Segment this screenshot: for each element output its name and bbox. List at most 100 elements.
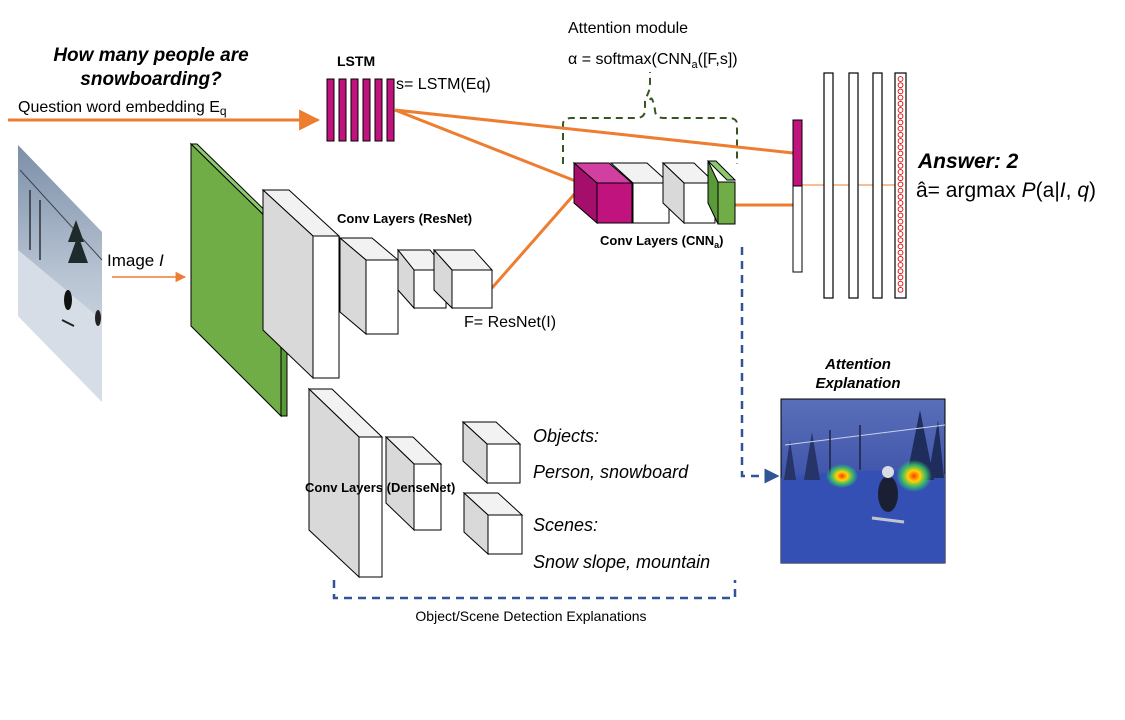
output-node [897,119,904,126]
resnet-block [365,259,399,335]
detection-bracket [332,580,737,600]
output-node [897,94,904,101]
output-node [897,268,904,275]
lstm-cell [338,78,347,142]
densenet-block [308,387,360,579]
output-node [897,76,904,82]
cnn-a-block [573,161,598,225]
lstm-cell [326,78,335,142]
output-node [897,218,904,225]
output-node [897,131,904,138]
lstm-cell [386,78,395,142]
cnn-a-block [717,181,736,225]
resnet-block [339,236,367,336]
densenet-block [385,435,415,532]
cnn-a-block [707,160,719,225]
lstm-cells [326,78,395,142]
output-node [897,150,904,157]
attention-explanation-line-2: Explanation [815,375,900,392]
resnet-block [397,248,415,310]
densenet-layers [307,387,524,579]
resnet-block [262,188,314,380]
attention-explanation-arrow [740,247,780,484]
output-node [897,169,904,175]
cnn-a-layers [572,160,737,225]
output-node [897,113,904,120]
resnet-block [433,248,453,310]
cnn-a-title: Conv Layers (CNNa) [600,233,724,250]
fusion-vector [792,119,803,273]
densenet-block [413,463,442,531]
cnn-a-block [632,182,670,224]
output-node [897,138,904,144]
densenet-block [463,491,489,556]
output-node [897,187,904,194]
output-node [897,181,904,188]
lstm-formula: s= LSTM(Eq) [396,76,491,93]
densenet-block [462,420,488,485]
resnet-layers [261,188,494,380]
answer-formula: â= argmax P(a|I, q) [916,179,1096,202]
output-node [897,162,904,169]
question-line-2: snowboarding? [80,69,222,90]
output-node [897,125,904,132]
output-node [897,206,904,213]
output-node [897,262,904,268]
input-image [18,145,103,402]
output-node [897,286,904,293]
output-node [897,237,904,244]
output-node [897,249,904,256]
cnn-a-block [662,161,685,225]
output-nodes [897,76,904,293]
densenet-block [487,514,523,555]
objects-value: Person, snowboard [533,462,689,482]
output-node [897,224,904,231]
resnet-formula: F= ResNet(I) [464,314,556,331]
attention-explanation-line-1: Attention [824,356,891,373]
densenet-block [486,443,521,484]
output-node [897,193,904,200]
output-node [897,144,904,151]
densenet-block [358,436,383,578]
output-node [897,280,904,287]
output-node [897,243,904,250]
output-node [897,212,904,219]
resnet-block [451,269,493,309]
answer-title: Answer: 2 [917,150,1019,173]
output-node [897,100,904,107]
attention-module-formula: α = softmax(CNNa([F,s]) [568,51,738,71]
detection-caption: Object/Scene Detection Explanations [415,608,646,624]
question-line-1: How many people are [53,45,249,66]
lstm-title: LSTM [337,53,375,69]
image-input-label: Image I [107,251,164,270]
cnn-a-block [706,160,737,181]
orange-connections [394,108,794,289]
lstm-cell [362,78,371,142]
cnn-a-block [596,182,633,224]
attention-heatmap-image [780,398,946,564]
dense-layers [823,72,883,299]
output-node [897,255,904,262]
resnet-block [312,235,340,379]
scenes-value: Snow slope, mountain [533,552,710,572]
objects-title: Objects: [533,426,599,446]
question-embedding-label: Question word embedding Eq [18,99,227,118]
output-node [897,82,904,89]
output-node [897,274,904,281]
attention-module-title: Attention module [568,20,688,37]
densenet-title: Conv Layers (DenseNet) [305,480,455,495]
output-node [897,156,904,163]
attention-brace [562,72,738,164]
output-node [897,200,904,206]
resnet-title: Conv Layers (ResNet) [337,211,472,226]
scenes-title: Scenes: [533,515,598,535]
lstm-cell [350,78,359,142]
lstm-cell [374,78,383,142]
dense-layer [872,72,883,299]
output-node [897,88,904,95]
output-node [897,231,904,237]
output-node [897,107,904,113]
output-node [897,175,904,182]
dense-layer [823,72,834,299]
